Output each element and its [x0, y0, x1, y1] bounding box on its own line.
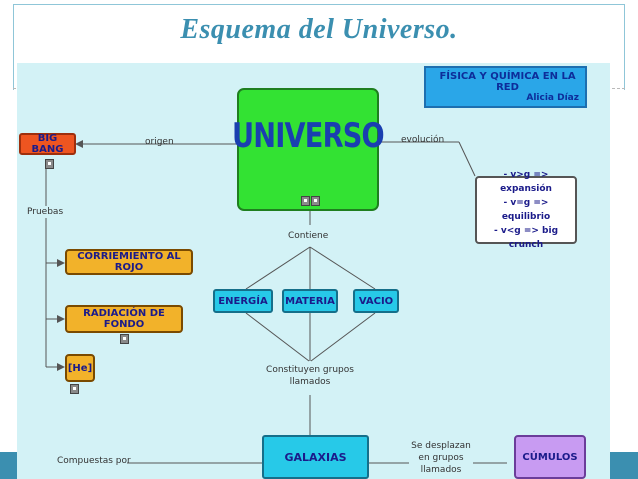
evolucion-item: - v=g => equilibrio: [501, 198, 551, 222]
slide-frame-top: [13, 4, 625, 5]
link-constituyen: Constituyen grupos llamados: [260, 364, 360, 388]
node-cumulos: CÚMULOS: [514, 435, 586, 479]
node-vacio-label: VACIO: [358, 295, 394, 307]
image-icon: [301, 196, 310, 206]
node-big-bang-label: BIG BANG: [31, 133, 64, 155]
node-universo: UNIVERSO: [232, 88, 385, 211]
link-constituyen-line1: Constituyen grupos: [266, 365, 354, 375]
arrow-radiacion: [57, 315, 65, 323]
line-energia-constituyen: [245, 312, 310, 362]
node-radiacion: RADIACIÓN DE FONDO: [65, 305, 183, 333]
slide-frame-right: [624, 4, 625, 90]
credit-title: FÍSICA Y QUÍMICA EN LA RED: [439, 71, 576, 93]
arrow-corrimiento: [57, 259, 65, 267]
line-vacio-constituyen: [310, 312, 376, 362]
image-icon: [45, 159, 54, 169]
line-to-energia: [245, 246, 311, 290]
node-big-bang: BIG BANG: [19, 133, 76, 155]
link-desplazan-line3: llamados: [420, 465, 462, 475]
connector-lines: [45, 140, 507, 464]
credit-author: Alicia Díaz: [526, 93, 579, 103]
node-galaxias: GALAXIAS: [262, 435, 369, 479]
node-universo-label: UNIVERSO: [232, 116, 385, 156]
concept-map: FÍSICA Y QUÍMICA EN LA RED Alicia Díaz U…: [17, 63, 610, 479]
link-pruebas: Pruebas: [27, 206, 64, 218]
node-helio: [He]: [65, 354, 95, 382]
link-constituyen-line2: llamados: [289, 377, 331, 387]
slide-frame-left: [13, 4, 14, 90]
node-evolucion-list: - v>g => expansión - v=g => equilibrio -…: [475, 170, 577, 250]
link-compuestas: Compuestas por: [57, 456, 131, 466]
image-icon: [120, 334, 129, 344]
line-evolucion-b: [458, 141, 476, 177]
link-desplazan: Se desplazan en grupos llamados: [409, 440, 473, 476]
node-materia: MATERIA: [282, 289, 338, 313]
node-energia-label: ENERGÍA: [218, 295, 268, 307]
link-origen: origen: [145, 137, 174, 147]
node-corrimiento: CORRIEMIENTO AL ROJO: [65, 249, 193, 275]
link-contiene: Contiene: [288, 231, 329, 241]
credit-box: FÍSICA Y QUÍMICA EN LA RED Alicia Díaz: [424, 66, 587, 108]
line-to-vacio: [309, 246, 376, 290]
node-galaxias-label: GALAXIAS: [284, 450, 347, 464]
link-desplazan-line1: Se desplazan: [411, 441, 471, 451]
image-icon: [311, 196, 320, 206]
node-vacio: VACIO: [353, 289, 399, 313]
node-energia: ENERGÍA: [213, 289, 273, 313]
slide-title: Esquema del Universo.: [180, 14, 458, 45]
evolucion-item: - v>g => expansión: [500, 170, 552, 194]
node-corrimiento-label: CORRIEMIENTO AL ROJO: [77, 251, 181, 273]
arrow-origen: [75, 140, 83, 148]
arrow-helio: [57, 363, 65, 371]
evolucion-item: - v<g => big crunch: [493, 226, 559, 250]
link-evolucion: evolución: [401, 135, 445, 145]
image-icon: [70, 384, 79, 394]
link-desplazan-line2: en grupos: [418, 453, 464, 463]
node-materia-label: MATERIA: [285, 295, 335, 307]
node-radiacion-label: RADIACIÓN DE FONDO: [83, 308, 165, 330]
node-helio-label: [He]: [67, 362, 93, 374]
node-cumulos-label: CÚMULOS: [522, 451, 578, 463]
